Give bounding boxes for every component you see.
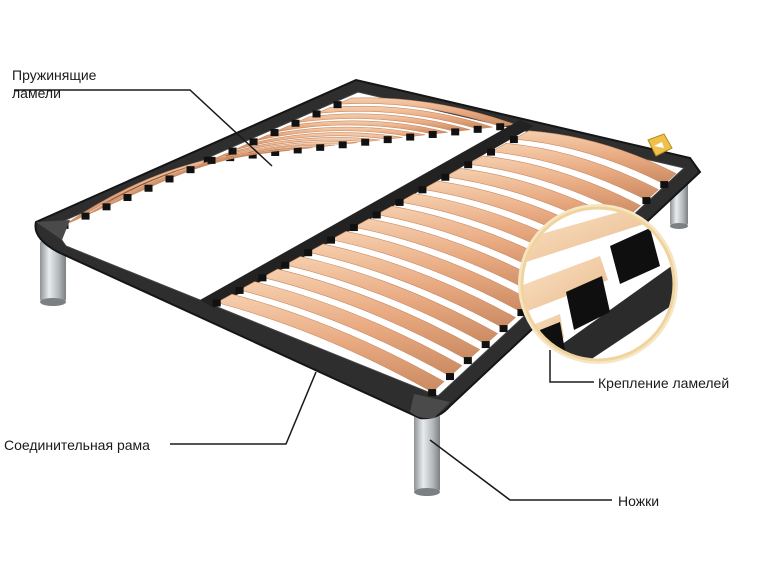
label-legs: Ножки: [618, 493, 660, 509]
right-slat-1: [215, 293, 445, 393]
left-slat-6: [169, 144, 336, 179]
right-slat-3: [261, 268, 481, 361]
front-leg-right: [414, 414, 440, 496]
left-slat-holder-8-a: [207, 156, 216, 164]
left-slat-holder-4-b: [271, 148, 280, 156]
left-slat-holder-8-b: [361, 138, 370, 146]
right-slat-holder-6-a: [327, 236, 336, 244]
left-slat-10: [253, 126, 426, 142]
left-slat-holder-3-b: [248, 151, 257, 159]
left-slat-holder-6-b: [316, 143, 325, 151]
zoom-frame-rail: [540, 260, 674, 360]
left-slat-holder-10-b: [406, 133, 415, 141]
left-slat-holder-5-a: [144, 184, 153, 192]
right-slat-holder-14-b: [660, 181, 669, 189]
right-slat-4: [284, 256, 499, 345]
frame-corner-cap-left: [36, 220, 70, 240]
right-slat-holder-7-a: [349, 224, 358, 232]
left-slat-holder-13-b: [473, 125, 482, 133]
right-slat-holder-6-b: [517, 309, 526, 317]
left-slat-12: [295, 113, 471, 132]
slat-mount-zoom-callout: [518, 204, 678, 364]
brand-tag-icon: [647, 133, 673, 157]
right-slat-holder-11-a: [441, 173, 450, 181]
front-leg-left: [40, 240, 66, 306]
right-slat-5: [307, 243, 516, 329]
left-slat-holder-4-a: [123, 194, 132, 202]
right-slat-holder-1-b: [428, 389, 437, 397]
slats-left-section: [60, 97, 516, 229]
label-spring-slats-line1: Пружинящие: [12, 67, 97, 83]
right-slat-holder-9-a: [395, 198, 404, 206]
left-slat-holder-2-a: [81, 212, 90, 220]
right-slat-holder-4-a: [281, 261, 290, 269]
right-slat-14: [512, 130, 677, 185]
right-slat-holder-2-a: [235, 286, 244, 294]
label-spring-slats-line2: ламели: [12, 85, 61, 101]
zoom-slat-1: [522, 208, 650, 264]
zoom-slat-2: [522, 256, 608, 314]
left-slat-holder-14-b: [496, 123, 505, 131]
leader-slats: [14, 89, 273, 167]
left-slat-holder-11-b: [428, 130, 437, 138]
label-spring-slats: Пружинящие ламели: [12, 66, 96, 102]
right-slat-holder-3-a: [258, 274, 267, 282]
leader-legs: [429, 439, 612, 501]
left-slat-holder-10-a: [249, 138, 258, 146]
left-slat-7: [190, 141, 358, 170]
label-connecting-frame: Соединительная рама: [4, 437, 150, 453]
right-slat-holder-4-b: [481, 341, 490, 349]
left-slat-holder-3-a: [102, 203, 111, 211]
right-slat-holder-2-b: [446, 373, 454, 381]
right-slat-12: [467, 155, 641, 217]
center-beam: [200, 120, 534, 308]
left-slat-holder-7-a: [186, 166, 195, 174]
left-slat-holder-9-a: [228, 147, 237, 155]
left-slat-holder-11-a: [270, 129, 279, 137]
label-slat-mount: Крепление ламелей: [598, 375, 730, 391]
left-slat-holder-6-a: [165, 175, 174, 183]
left-slat-holder-14-a: [333, 101, 342, 109]
leader-mount: [549, 350, 594, 383]
right-slat-holder-14-a: [509, 136, 518, 144]
left-slat-holder-12-a: [291, 119, 300, 127]
right-slat-holder-10-a: [418, 186, 427, 194]
left-slat-holder-5-b: [293, 146, 302, 154]
left-slat-9: [232, 132, 403, 151]
frame-corner-cap-front: [410, 394, 450, 419]
leader-frame: [170, 371, 317, 445]
right-slat-13: [490, 143, 659, 201]
right-slat-holder-5-a: [304, 249, 313, 257]
left-slat-holder-13-a: [312, 110, 321, 118]
right-slat-holder-3-b: [463, 357, 472, 365]
right-slat-holder-8-a: [372, 211, 381, 219]
left-slat-11: [274, 120, 448, 135]
left-slat-holder-9-b: [383, 136, 392, 144]
left-slat-holder-7-b: [338, 141, 347, 149]
right-slat-holder-13-a: [487, 148, 496, 156]
zoom-holder-1: [610, 228, 660, 284]
left-slat-holder-12-b: [451, 128, 460, 136]
right-slat-holder-5-b: [499, 325, 508, 333]
right-slat-holder-13-b: [642, 197, 651, 205]
zoom-holder-2: [566, 276, 610, 330]
right-slat-holder-1-a: [212, 299, 221, 307]
right-slat-2: [238, 281, 463, 377]
right-slat-holder-12-a: [464, 161, 473, 169]
